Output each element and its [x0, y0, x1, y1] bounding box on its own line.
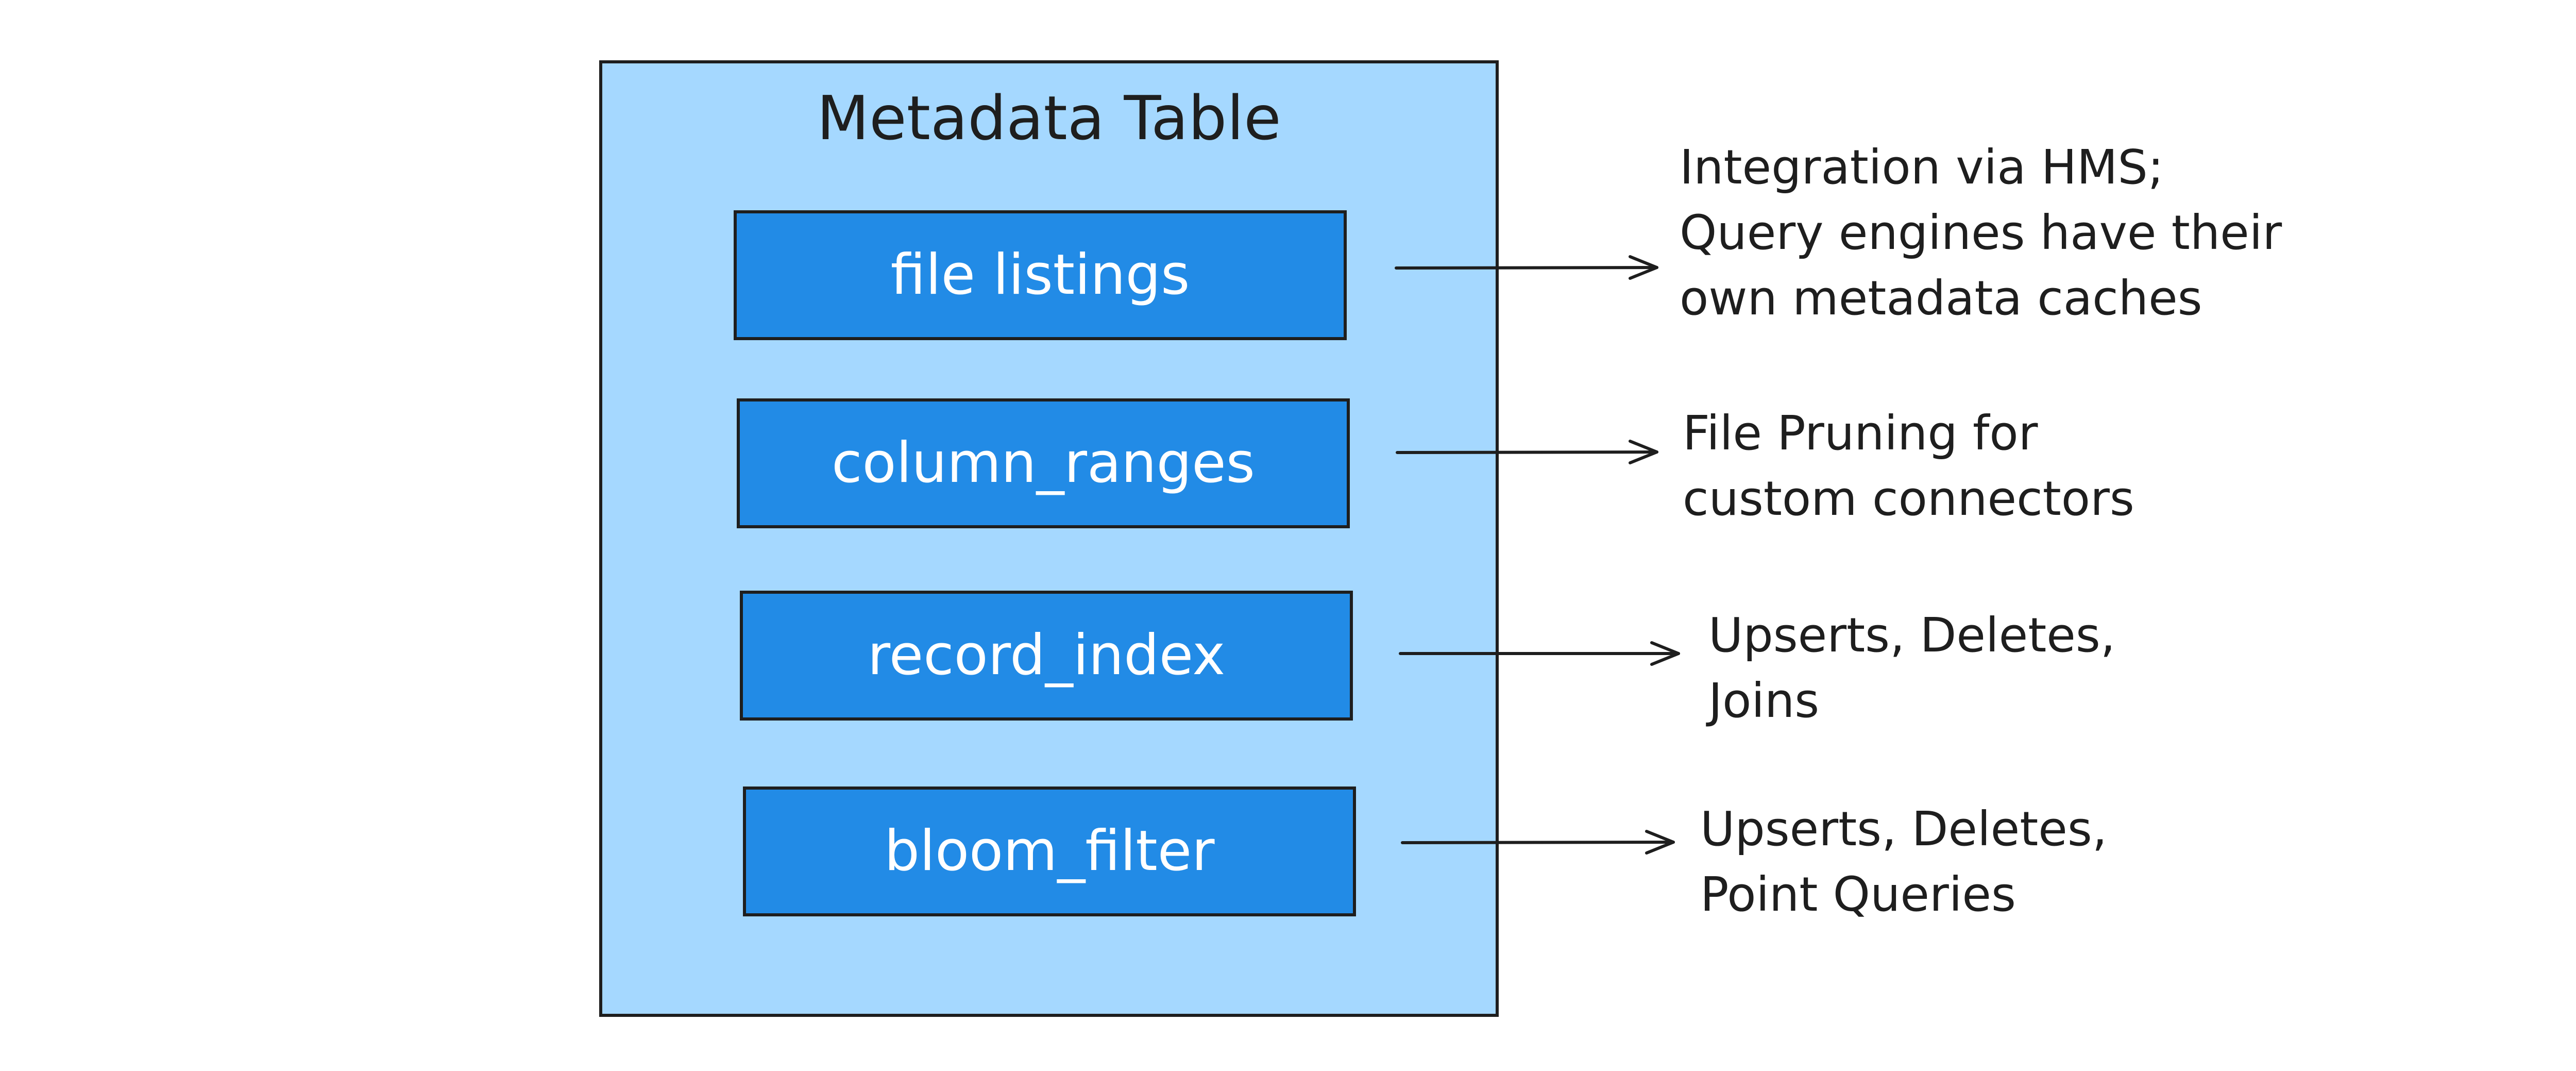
annotation-line: Joins — [1708, 673, 1820, 728]
row-file-listings: file listings — [734, 210, 1347, 340]
row-label: record_index — [867, 623, 1226, 688]
row-label: column_ranges — [832, 431, 1255, 495]
annotation-line: File Pruning for — [1683, 406, 2038, 461]
row-label: file listings — [890, 243, 1190, 307]
annotation-line: custom connectors — [1683, 471, 2134, 526]
metadata-table-title: Metadata Table — [817, 82, 1281, 154]
annotation-line: Query engines have their — [1680, 205, 2282, 260]
row-column-ranges: column_ranges — [737, 398, 1350, 528]
annotation-line: Upserts, Deletes, — [1708, 608, 2116, 663]
row-label: bloom_filter — [884, 819, 1215, 883]
row-record-index: record_index — [740, 591, 1353, 721]
annotation-line: Upserts, Deletes, — [1700, 801, 2108, 857]
annotation-record-index: Upserts, Deletes, Joins — [1708, 603, 2115, 734]
annotation-line: Point Queries — [1700, 866, 2016, 922]
annotation-bloom-filter: Upserts, Deletes, Point Queries — [1700, 797, 2107, 928]
annotation-file-listings: Integration via HMS; Query engines have … — [1680, 135, 2282, 331]
annotation-column-ranges: File Pruning for custom connectors — [1683, 401, 2134, 532]
row-bloom-filter: bloom_filter — [743, 786, 1356, 916]
annotation-line: own metadata caches — [1680, 270, 2202, 326]
annotation-line: Integration via HMS; — [1680, 140, 2164, 195]
